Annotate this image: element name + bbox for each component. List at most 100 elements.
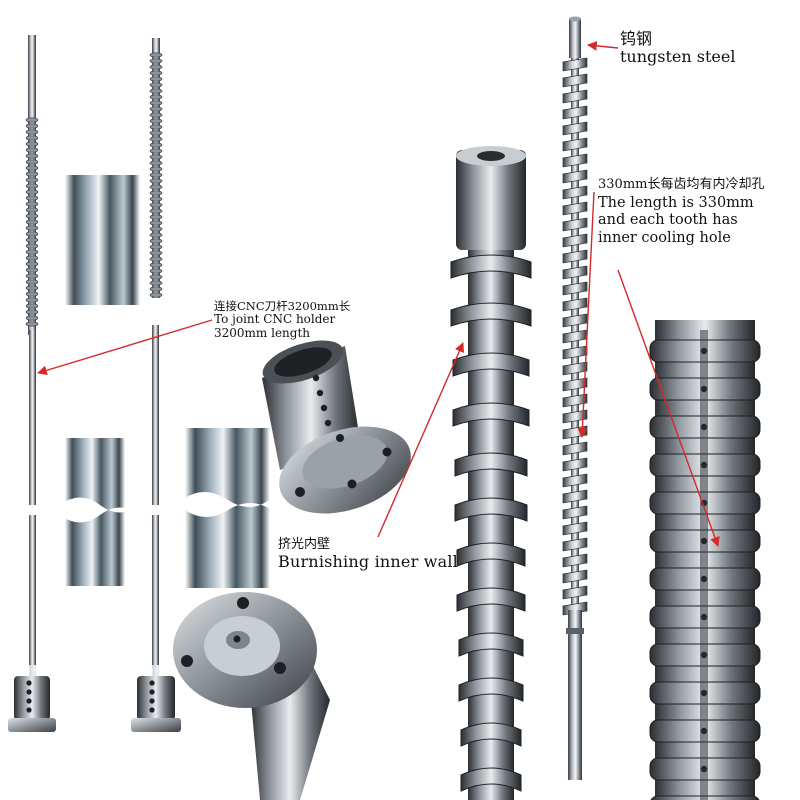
slim-screw-tooth (562, 233, 588, 248)
rod-thread-ridge (149, 130, 163, 136)
rod-thread-ridge (25, 183, 39, 189)
label-tungsten-cn: 钨钢 (620, 29, 653, 48)
label-length-en-3: inner cooling hole (598, 229, 731, 246)
rod-thread-ridge (25, 189, 39, 195)
rod-thread-ridge (25, 273, 39, 279)
rod-thread-ridge (149, 106, 163, 112)
screw-flight (460, 722, 522, 747)
flange-front-closeup (173, 592, 330, 800)
screw-flight (460, 767, 522, 792)
rod-thread-ridge (25, 195, 39, 201)
slim-screw-tooth (562, 185, 588, 200)
slim-screw-tooth (562, 73, 588, 88)
slim-screw-tooth (562, 329, 588, 344)
label-burnishing-cn: 挤光内壁 (278, 537, 331, 552)
arrow-tungsten (587, 41, 619, 51)
rod-thread-ridge (149, 64, 163, 70)
rod-thread-ridge (25, 303, 39, 309)
rod-thread-ridge (25, 309, 39, 315)
rod-thread-ridge (149, 88, 163, 94)
rod-thread-ridge (149, 196, 163, 202)
slim-screw-tooth (562, 265, 588, 280)
rod-thread-ridge (25, 207, 39, 213)
rod-thread-ridge (25, 147, 39, 153)
blurred-cross-sections (60, 175, 272, 588)
label-burnishing-en: Burnishing inner wall (278, 551, 458, 571)
arrow-cnc (37, 319, 213, 376)
rod-thread-ridge (25, 141, 39, 147)
screw-flight (450, 302, 532, 327)
rod-thread-ridge (149, 178, 163, 184)
large-screw-closeup (450, 146, 532, 800)
slim-screw-tooth (562, 217, 588, 232)
screw-flight (452, 402, 530, 427)
rod-thread-ridge (149, 58, 163, 64)
arrow-burnishing (377, 342, 464, 538)
rod-thread-ridge (149, 280, 163, 286)
rod-thread-ridge (25, 255, 39, 261)
label-cnc-holder-cn: 连接CNC刀杆3200mm长 (214, 299, 351, 313)
rod-thread-ridge (25, 249, 39, 255)
rod-thread-ridge (149, 292, 163, 298)
screw-flight (458, 632, 524, 657)
slim-screw-tooth (562, 537, 588, 552)
rod-thread-ridge (149, 274, 163, 280)
rod-thread-ridge (25, 129, 39, 135)
rod-thread-ridge (149, 142, 163, 148)
rod-thread-ridge (25, 315, 39, 321)
long-rod-right (131, 38, 181, 732)
flange-holder-closeup (262, 340, 411, 514)
rod-thread-ridge (149, 160, 163, 166)
rod-thread-ridge (25, 117, 39, 123)
rod-thread-ridge (25, 177, 39, 183)
label-cnc-holder-en-1: To joint CNC holder (214, 312, 336, 327)
slim-screw-tooth (562, 137, 588, 152)
slim-screw-tooth (562, 521, 588, 536)
arrow-length (577, 191, 595, 438)
rod-thread-ridge (25, 201, 39, 207)
slim-screw-tooth (562, 473, 588, 488)
screw-flight (456, 542, 526, 567)
rod-thread-ridge (25, 297, 39, 303)
screw-flight (452, 352, 530, 377)
annotation-arrows (37, 41, 720, 547)
rod-thread-ridge (25, 123, 39, 129)
slim-screw-tooth (562, 89, 588, 104)
rod-thread-ridge (149, 220, 163, 226)
long-rod-left (8, 35, 56, 732)
rod-thread-ridge (149, 256, 163, 262)
screw-flight (450, 254, 532, 279)
rod-thread-ridge (25, 237, 39, 243)
rod-thread-ridge (149, 190, 163, 196)
slim-screw-tooth (562, 201, 588, 216)
slim-screw-tooth (562, 569, 588, 584)
slim-screw-tooth (562, 105, 588, 120)
rod-thread-ridge (25, 285, 39, 291)
rod-thread-ridge (149, 262, 163, 268)
label-length-cn: 330mm长每齿均有内冷却孔 (598, 177, 765, 192)
slim-screw-tooth (562, 505, 588, 520)
slim-screw-tooth (562, 361, 588, 376)
rod-thread-ridge (149, 100, 163, 106)
rod-thread-ridge (25, 291, 39, 297)
rod-thread-ridge (149, 244, 163, 250)
rod-thread-ridge (149, 76, 163, 82)
label-burnishing: 挤光内壁 Burnishing inner wall (278, 537, 458, 571)
rod-thread-ridge (25, 321, 39, 327)
screw-flight (454, 497, 528, 522)
slim-screw-tooth (562, 313, 588, 328)
label-length: 330mm长每齿均有内冷却孔 The length is 330mm and e… (598, 177, 765, 247)
rod-thread-ridge (149, 154, 163, 160)
screw-flight (454, 452, 528, 477)
rod-thread-ridge (149, 148, 163, 154)
rod-thread-ridge (149, 214, 163, 220)
screw-flight (458, 677, 524, 702)
slim-screw-tooth (562, 169, 588, 184)
slim-screw-tooth (562, 249, 588, 264)
slim-screw-tooth (562, 281, 588, 296)
screw-core (468, 250, 514, 800)
rod-thread-ridge (149, 238, 163, 244)
rod-thread-ridge (25, 279, 39, 285)
rod-thread-ridge (149, 202, 163, 208)
